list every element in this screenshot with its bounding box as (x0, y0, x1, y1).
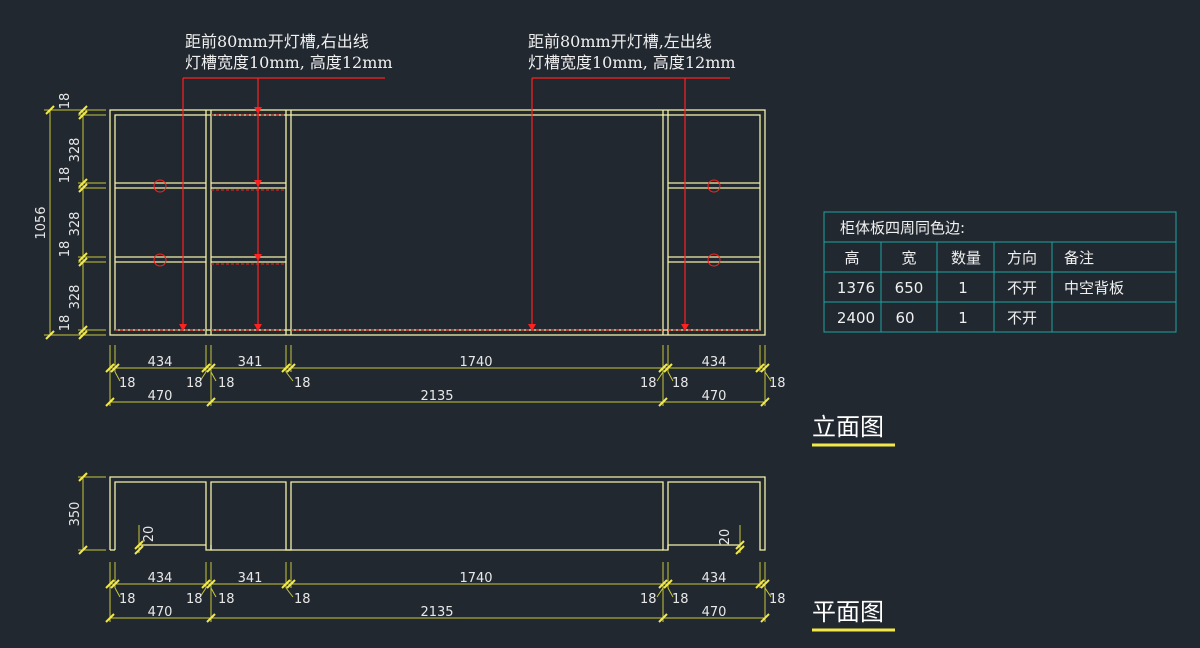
hdim-label: 18 (218, 376, 235, 391)
hdim-label: 18 (640, 376, 657, 391)
hdim-label: 18 (294, 592, 311, 607)
elevation-title: 立面图 (812, 413, 884, 441)
vdim-label: 18 (58, 241, 73, 258)
vdim-label: 18 (58, 315, 73, 332)
table-header: 方向 (1007, 249, 1037, 267)
table-header: 高 (844, 249, 859, 267)
hdim-label: 434 (148, 571, 173, 586)
table-cell: 1 (958, 279, 968, 297)
hdim-label: 1740 (459, 355, 492, 370)
hdim-label: 341 (238, 571, 263, 586)
hdim-label: 470 (148, 389, 173, 404)
vdim-label: 18 (58, 93, 73, 110)
right-note-line2: 灯槽宽度10mm, 高度12mm (528, 53, 736, 72)
hdim-label: 18 (672, 592, 689, 607)
hdim-label: 18 (769, 592, 786, 607)
hdim-label: 434 (702, 571, 727, 586)
table-cell: 中空背板 (1064, 279, 1124, 297)
hdim-label: 470 (702, 389, 727, 404)
table-cell: 1 (958, 309, 968, 327)
hdim-label: 18 (119, 592, 136, 607)
hdim-label: 18 (218, 592, 235, 607)
right-note-line1: 距前80mm开灯槽,左出线 (528, 32, 712, 51)
hole-marker (153, 179, 167, 193)
hdim-label: 18 (672, 376, 689, 391)
plan-inner-right: 20 (718, 529, 733, 546)
elevation-view: 1056 18 328 18 328 18 328 18 (34, 77, 786, 407)
hole-marker (153, 253, 167, 267)
hdim-label: 2135 (420, 389, 453, 404)
table-cell: 2400 (837, 309, 875, 327)
hdim-label: 18 (119, 376, 136, 391)
hdim-label: 434 (148, 355, 173, 370)
hdim-label: 18 (769, 376, 786, 391)
edge-banding-table: 柜体板四周同色边: 高 宽 数量 方向 备注 1376 650 1 不开 中空背… (823, 211, 1177, 333)
left-note-line2: 灯槽宽度10mm, 高度12mm (185, 53, 393, 72)
plan-depth: 350 (68, 502, 83, 527)
vdim-label: 328 (68, 138, 83, 163)
plan-inner-left: 20 (142, 526, 157, 543)
hole-marker (707, 179, 721, 193)
table-header: 数量 (951, 249, 981, 267)
hdim-label: 2135 (420, 605, 453, 620)
table-cell: 不开 (1007, 279, 1037, 297)
hdim-label: 434 (702, 355, 727, 370)
table-cell: 60 (895, 309, 914, 327)
hdim-label: 470 (702, 605, 727, 620)
hole-marker (707, 253, 721, 267)
table-header: 宽 (901, 249, 916, 267)
hdim-label: 470 (148, 605, 173, 620)
vdim-label: 18 (58, 167, 73, 184)
left-note-line1: 距前80mm开灯槽,右出线 (185, 32, 369, 51)
vdim-label: 328 (68, 212, 83, 237)
table-cell: 650 (895, 279, 924, 297)
table-cell: 1376 (837, 279, 875, 297)
plan-view: 350 20 20 (68, 472, 786, 623)
hdim-label: 341 (238, 355, 263, 370)
table-title: 柜体板四周同色边: (840, 219, 965, 237)
table-cell: 不开 (1007, 309, 1037, 327)
hdim-label: 1740 (459, 571, 492, 586)
elevation-height-total: 1056 (34, 206, 49, 239)
plan-title: 平面图 (812, 598, 884, 626)
vdim-label: 328 (68, 285, 83, 310)
hdim-label: 18 (640, 592, 657, 607)
elevation-outer-frame (109, 109, 766, 336)
hdim-label: 18 (186, 592, 203, 607)
hdim-label: 18 (294, 376, 311, 391)
table-header: 备注 (1064, 249, 1094, 267)
hdim-label: 18 (186, 376, 203, 391)
